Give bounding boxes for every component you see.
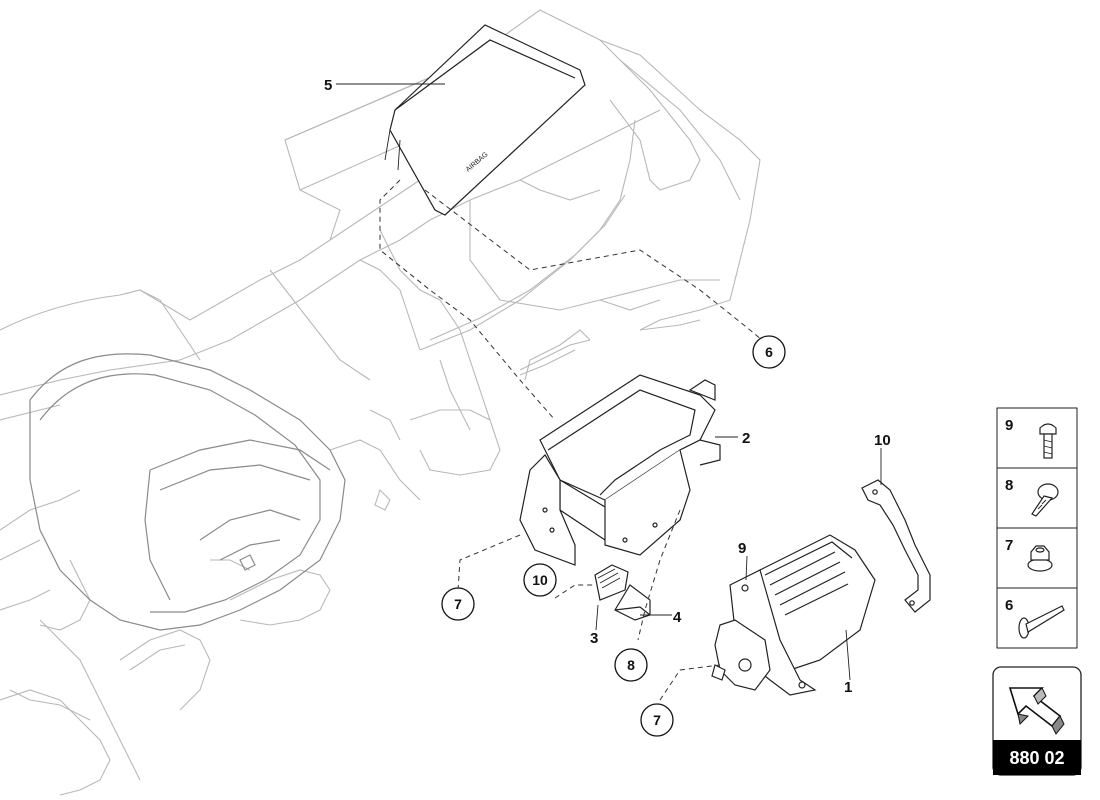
- callout-6: 6: [765, 344, 773, 360]
- dashed-references: [379, 179, 763, 701]
- callout-8a: 7: [454, 596, 462, 612]
- page-arrow-icon: [1008, 687, 1065, 735]
- callout-11: 10: [874, 432, 891, 449]
- callout-circle-8a: [441, 587, 475, 621]
- callout-9: 10: [532, 572, 548, 588]
- callout-labels: 5 2 10 9 1 3 4: [324, 77, 891, 696]
- reference-box[interactable]: 880 02: [992, 666, 1082, 776]
- callout-circle-8b: [614, 648, 648, 682]
- part-clip: [594, 564, 629, 601]
- legend-label-9: 9: [1005, 417, 1013, 434]
- circled-callouts: 6 7 10 8 7: [441, 335, 786, 737]
- part-airbag-frame: [519, 374, 721, 566]
- legend-label-6: 6: [1005, 597, 1013, 614]
- instrument-cluster-hood: [29, 353, 346, 631]
- reference-code: 880 02: [1009, 748, 1064, 768]
- callout-8b: 8: [627, 657, 635, 673]
- dashboard-outline: [0, 9, 761, 796]
- part-airbag-cover: AIRBAG: [384, 24, 586, 216]
- part-support-bracket: [861, 479, 931, 613]
- callout-2: 2: [742, 430, 750, 447]
- expanding-rivet-icon: [1018, 605, 1065, 639]
- part-airbag-module: [711, 534, 876, 696]
- part-holder: [614, 584, 651, 621]
- callout-circle-9: [523, 563, 557, 597]
- torx-screw-icon: [1039, 423, 1057, 459]
- hex-flange-screw-icon: [1031, 483, 1059, 517]
- flange-nut-icon: [1027, 545, 1053, 572]
- legend-label-8: 8: [1005, 477, 1013, 494]
- callout-4: 4: [673, 609, 682, 626]
- fastener-legend: 9 8 7 6: [996, 407, 1078, 649]
- legend-label-7: 7: [1005, 537, 1013, 554]
- callout-3: 3: [590, 630, 598, 647]
- callout-circle-7: [640, 703, 674, 737]
- callout-10: 9: [738, 540, 746, 557]
- callout-circle-6: [752, 335, 786, 369]
- callout-7: 7: [653, 712, 661, 728]
- callout-5: 5: [324, 77, 332, 94]
- leader-lines: [336, 83, 882, 681]
- callout-1: 1: [844, 679, 852, 696]
